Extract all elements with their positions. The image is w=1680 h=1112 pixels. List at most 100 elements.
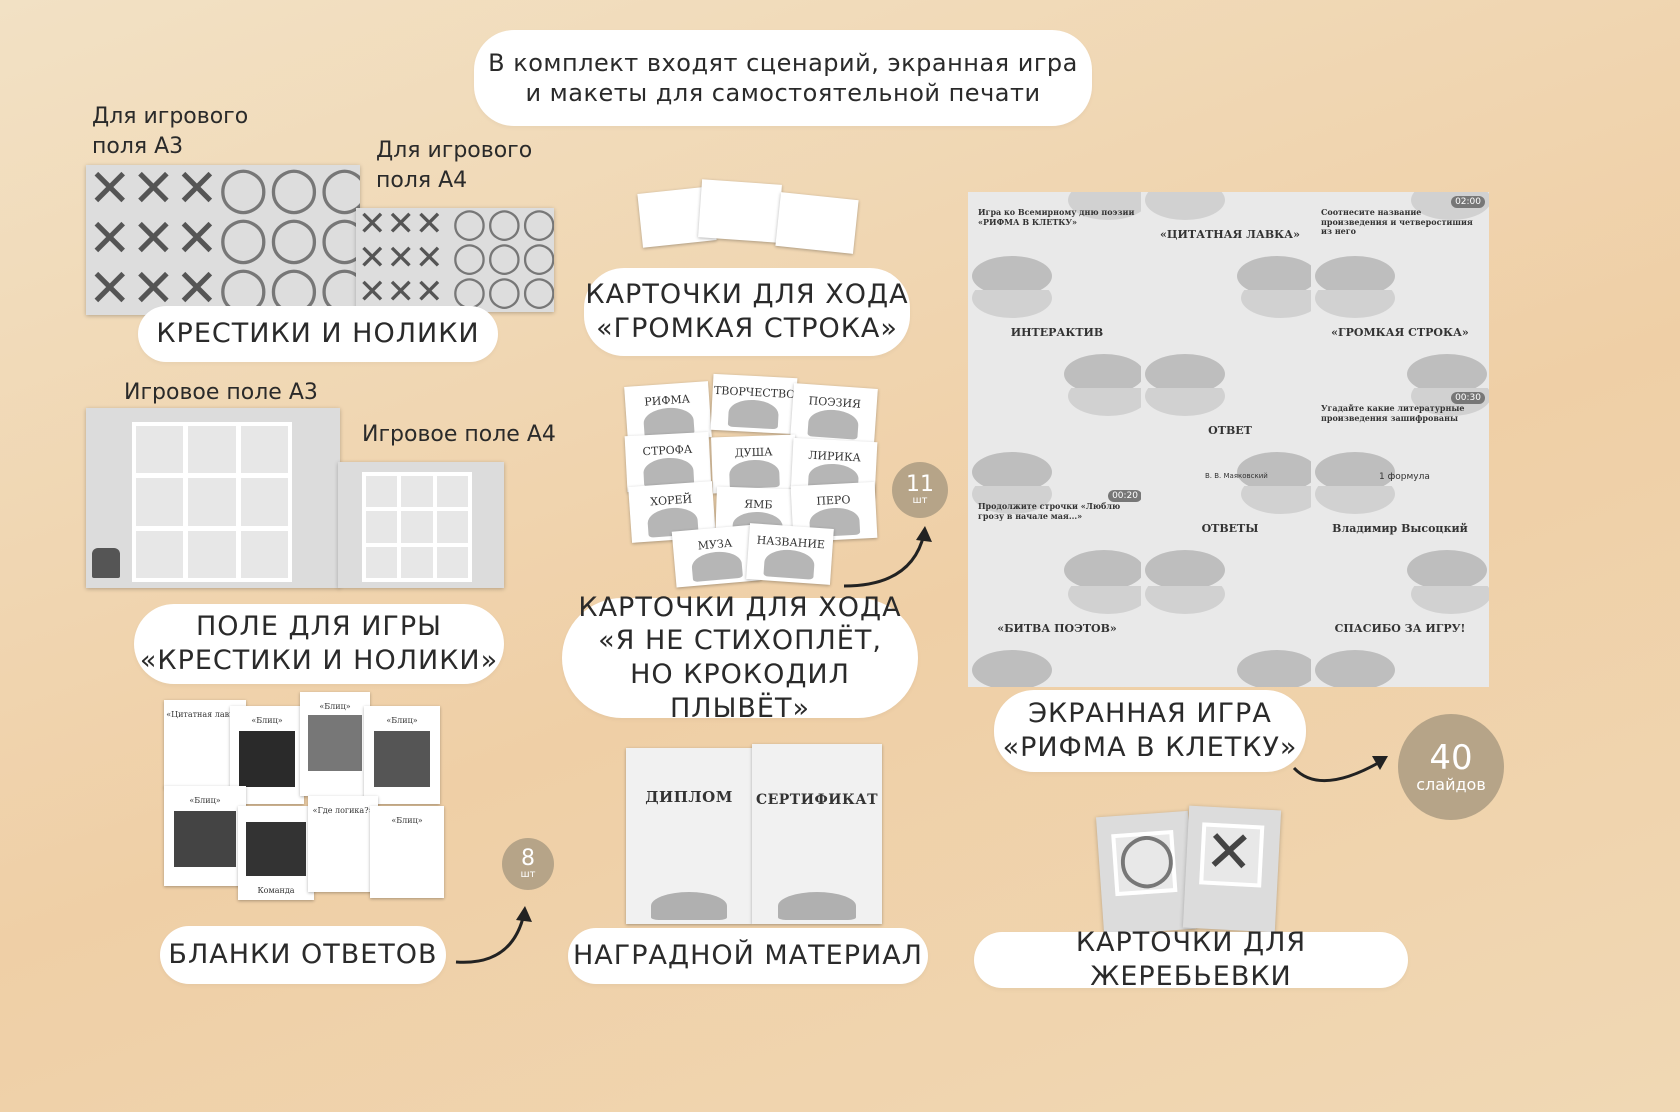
cross-icon: ✕ <box>1203 816 1256 888</box>
header-banner: В комплект входят сценарий, экранная игр… <box>474 30 1092 126</box>
section-tictactoe: КРЕСТИКИ И НОЛИКИ <box>138 306 498 362</box>
slide-thumbnail[interactable]: ОТВЕТ В. В. Маяковский <box>1141 388 1319 489</box>
section-award: НАГРАДНОЙ МАТЕРИАЛ <box>568 928 928 984</box>
slide-title: «БИТВА ПОЭТОВ» <box>997 622 1117 635</box>
flower-icon <box>728 459 781 489</box>
section-crocodile-line-2: «Я НЕ СТИХОПЛЁТ, <box>598 625 882 657</box>
word-card: ТВОРЧЕСТВО <box>710 373 798 435</box>
cards-count-unit: шт <box>912 495 928 506</box>
board-grid-small <box>362 472 472 582</box>
draw-card-circle: ○ <box>1095 810 1197 936</box>
section-loud-line-1: КАРТОЧКИ ДЛЯ ХОДА <box>585 279 909 311</box>
circle-icon: ○○○ <box>218 165 360 221</box>
slide-extra: 00:30 <box>1451 392 1485 404</box>
slide-thumbnail[interactable]: Соотнесите название произведения и четве… <box>1311 192 1489 293</box>
answer-form: «Блиц» <box>370 806 444 898</box>
section-draw: КАРТОЧКИ ДЛЯ ЖЕРЕБЬЕВКИ <box>974 927 1408 992</box>
certificate: СЕРТИФИКАТ <box>752 744 882 924</box>
loud-line-card <box>775 192 859 254</box>
slide-title: Игра ко Всемирному дню поэзии «РИФМА В К… <box>978 207 1135 227</box>
circle-icon: ○○○ <box>452 234 554 280</box>
section-board-line-1: ПОЛЕ ДЛЯ ИГРЫ <box>195 611 442 643</box>
slide-title: Соотнесите название произведения и четве… <box>1321 207 1473 237</box>
tictactoe-a4-sheet: ✕✕✕ ✕✕✕ ✕✕✕ ○○○ ○○○ ○○○ <box>356 208 554 312</box>
diploma: ДИПЛОМ <box>626 748 752 924</box>
slide-extra: 00:20 <box>1108 490 1142 502</box>
label-board-a4: Игровое поле А4 <box>362 422 556 447</box>
cross-icon: ✕✕✕ <box>358 238 444 278</box>
cross-icon: ✕✕✕ <box>88 209 219 269</box>
slide-extra: 1 формула <box>1379 472 1430 482</box>
slide-thumbnail[interactable]: СПАСИБО ЗА ИГРУ! <box>1311 586 1489 687</box>
slide-thumbnail[interactable] <box>1141 290 1319 391</box>
word-card: НАЗВАНИЕ <box>746 523 834 585</box>
section-board: ПОЛЕ ДЛЯ ИГРЫ «КРЕСТИКИ И НОЛИКИ» <box>134 604 504 684</box>
slide-thumbnail[interactable]: Угадайте какие литературные произведения… <box>1311 388 1489 489</box>
flower-icon <box>727 398 780 430</box>
flower-icon <box>690 549 744 583</box>
slide-title: ОТВЕТ <box>1208 424 1252 437</box>
slide-title: «ЦИТАТНАЯ ЛАВКА» <box>1160 228 1300 241</box>
slide-thumbnail[interactable]: Владимир Высоцкий <box>1311 486 1489 587</box>
answer-form-photo: «Блиц» <box>300 692 370 796</box>
section-screen-line-1: ЭКРАННАЯ ИГРА <box>1028 698 1272 730</box>
slide-title: «ГРОМКАЯ СТРОКА» <box>1331 326 1469 339</box>
slide-title: СПАСИБО ЗА ИГРУ! <box>1334 622 1466 635</box>
slides-count: 40 <box>1429 738 1473 778</box>
label-board-a3: Игровое поле А3 <box>124 380 318 405</box>
slide-title: ОТВЕТЫ <box>1201 522 1259 535</box>
board-a3-sheet <box>86 408 340 588</box>
answer-form-photo: «Блиц» <box>164 786 246 886</box>
arrow-icon <box>843 526 932 588</box>
slide-thumbnail[interactable] <box>1141 586 1319 687</box>
cross-icon: ✕✕✕ <box>88 259 219 315</box>
answer-form: «Где логика?» <box>308 796 378 892</box>
header-line-2: и макеты для самостоятельной печати <box>525 79 1041 107</box>
slide-thumbnail[interactable]: Продолжите строчки «Люблю грозу в начале… <box>968 486 1146 587</box>
section-answers: БЛАНКИ ОТВЕТОВ <box>160 926 446 984</box>
word-card: ПОЭЗИЯ <box>790 383 878 445</box>
circle-icon: ○ <box>1114 815 1179 899</box>
slide-thumbnail[interactable] <box>968 388 1146 489</box>
slide-extra: В. В. Маяковский <box>1205 472 1268 480</box>
label-field-a3-small: Для игрового поля А3 <box>92 104 249 159</box>
arrow-icon <box>1292 756 1388 783</box>
slide-thumbnail[interactable]: «ЦИТАТНАЯ ЛАВКА» <box>1141 192 1319 293</box>
circle-icon: ○○○ <box>218 253 360 315</box>
section-screen-game: ЭКРАННАЯ ИГРА «РИФМА В КЛЕТКУ» <box>994 690 1306 772</box>
slide-thumbnail[interactable]: «ГРОМКАЯ СТРОКА» <box>1311 290 1489 391</box>
loud-line-card <box>698 179 782 243</box>
header-line-1: В комплект входят сценарий, экранная игр… <box>488 49 1078 77</box>
section-loud-line: КАРТОЧКИ ДЛЯ ХОДА «ГРОМКАЯ СТРОКА» <box>584 268 910 356</box>
draw-card-cross: ✕ <box>1182 805 1282 933</box>
slide-extra: 02:00 <box>1451 196 1485 208</box>
slide-title: ИНТЕРАКТИВ <box>1010 326 1104 339</box>
slide-title: Угадайте какие литературные произведения… <box>1321 403 1465 423</box>
slide-title: Продолжите строчки «Люблю грозу в начале… <box>978 501 1121 521</box>
slide-thumbnail[interactable]: «БИТВА ПОЭТОВ» <box>968 586 1146 687</box>
ink-pot-icon <box>92 548 120 578</box>
section-crocodile: КАРТОЧКИ ДЛЯ ХОДА «Я НЕ СТИХОПЛЁТ, НО КР… <box>562 592 918 724</box>
section-crocodile-line-1: КАРТОЧКИ ДЛЯ ХОДА <box>578 591 902 623</box>
cross-icon: ✕✕✕ <box>358 272 444 312</box>
slide-thumbnail[interactable]: ОТВЕТЫ <box>1141 486 1319 587</box>
answer-form-photo: Команда <box>238 806 314 900</box>
answers-count: 8 <box>521 846 535 871</box>
circle-icon: ○○○ <box>218 203 360 271</box>
section-crocodile-line-3: НО КРОКОДИЛ ПЛЫВЁТ» <box>630 659 850 724</box>
circle-icon: ○○○ <box>452 268 554 312</box>
section-screen-line-2: «РИФМА В КЛЕТКУ» <box>1002 732 1298 763</box>
label-field-a4-small: Для игрового поля А4 <box>376 138 533 193</box>
section-loud-line-2: «ГРОМКАЯ СТРОКА» <box>596 313 898 344</box>
word-card: ДУША <box>711 434 797 494</box>
slides-count-unit: слайдов <box>1416 775 1486 794</box>
slide-thumbnail[interactable]: ИНТЕРАКТИВ <box>968 290 1146 391</box>
cards-count: 11 <box>906 472 934 497</box>
slide-thumbnail[interactable]: Игра ко Всемирному дню поэзии «РИФМА В К… <box>968 192 1146 293</box>
cross-icon: ✕✕✕ <box>88 165 219 219</box>
flower-icon <box>763 548 816 580</box>
arrow-icon <box>455 906 532 964</box>
section-board-line-2: «КРЕСТИКИ И НОЛИКИ» <box>139 645 499 676</box>
cross-icon: ✕✕✕ <box>358 208 444 244</box>
